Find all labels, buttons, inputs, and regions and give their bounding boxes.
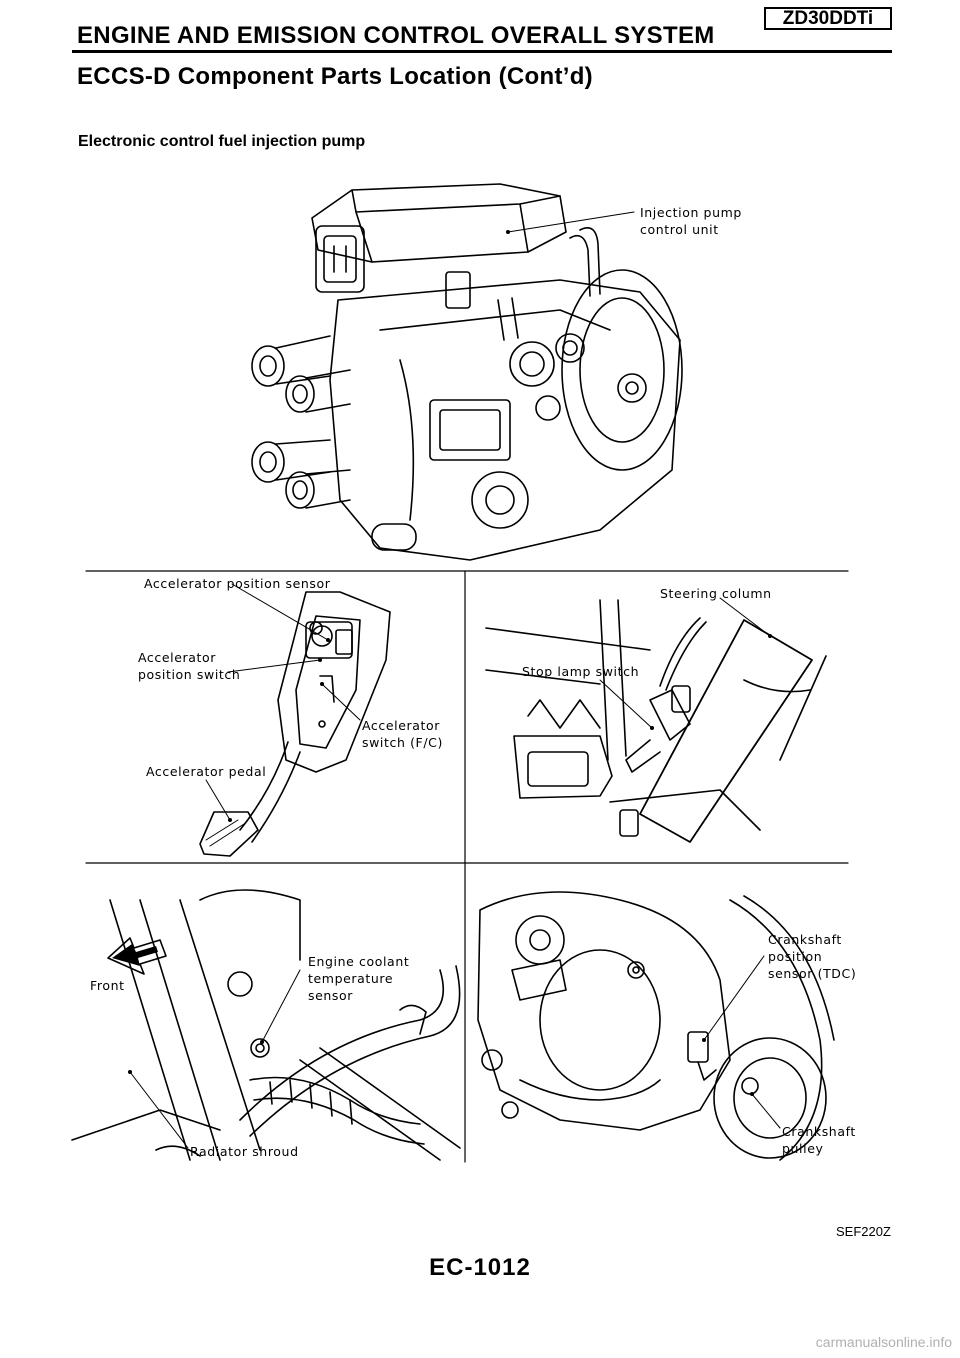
- injection-pump-illustration: Injection pump control unit: [251, 183, 742, 561]
- accelerator-pedal-illustration: Accelerator position sensor Accelerator …: [138, 576, 443, 857]
- section-title: Electronic control fuel injection pump: [78, 133, 366, 150]
- watermark: carmanualsonline.info: [815, 1334, 952, 1350]
- panel-frame: [85, 570, 849, 1163]
- page-number: EC-1012: [429, 1254, 531, 1281]
- label-engine-coolant-line1: Engine coolant: [308, 954, 409, 969]
- label-injection-pump-line1: Injection pump: [640, 205, 742, 220]
- label-accelerator-position-switch-line2: position switch: [138, 667, 240, 682]
- label-radiator-shroud: Radiator shroud: [190, 1144, 299, 1159]
- label-steering-column: Steering column: [660, 586, 772, 601]
- label-crankshaft-sensor-line1: Crankshaft: [768, 932, 842, 947]
- engine-code-badge: ZD30DDTi: [764, 7, 892, 30]
- figure-code: SEF220Z: [836, 1224, 891, 1239]
- label-accelerator-switch-fc-line2: switch (F/C): [362, 735, 443, 750]
- label-engine-coolant-line2: temperature: [308, 971, 393, 986]
- page-header: ENGINE AND EMISSION CONTROL OVERALL SYST…: [0, 0, 960, 100]
- label-crankshaft-sensor-line3: sensor (TDC): [768, 966, 856, 981]
- label-accelerator-position-switch-line1: Accelerator: [138, 650, 216, 665]
- stop-lamp-switch-illustration: Steering column Stop lamp switch: [485, 586, 827, 843]
- label-crankshaft-pulley-line1: Crankshaft: [782, 1124, 856, 1139]
- label-engine-coolant-line3: sensor: [308, 988, 353, 1003]
- label-crankshaft-sensor-line2: position: [768, 949, 822, 964]
- label-accelerator-pedal: Accelerator pedal: [146, 764, 266, 779]
- label-injection-pump-line2: control unit: [640, 222, 719, 237]
- label-crankshaft-pulley-line2: pulley: [782, 1141, 824, 1156]
- label-accelerator-switch-fc-line1: Accelerator: [362, 718, 440, 733]
- label-accelerator-position-sensor: Accelerator position sensor: [144, 576, 331, 591]
- header-title: ENGINE AND EMISSION CONTROL OVERALL SYST…: [77, 22, 715, 49]
- header-subtitle: ECCS-D Component Parts Location (Cont’d): [77, 63, 593, 90]
- label-stop-lamp-switch: Stop lamp switch: [522, 664, 639, 679]
- header-rule: [72, 50, 892, 53]
- coolant-sensor-illustration: Engine coolant temperature sensor Front …: [71, 889, 461, 1161]
- crankshaft-sensor-illustration: Crankshaft position sensor (TDC) Cranksh…: [477, 891, 856, 1161]
- label-front: Front: [90, 978, 125, 993]
